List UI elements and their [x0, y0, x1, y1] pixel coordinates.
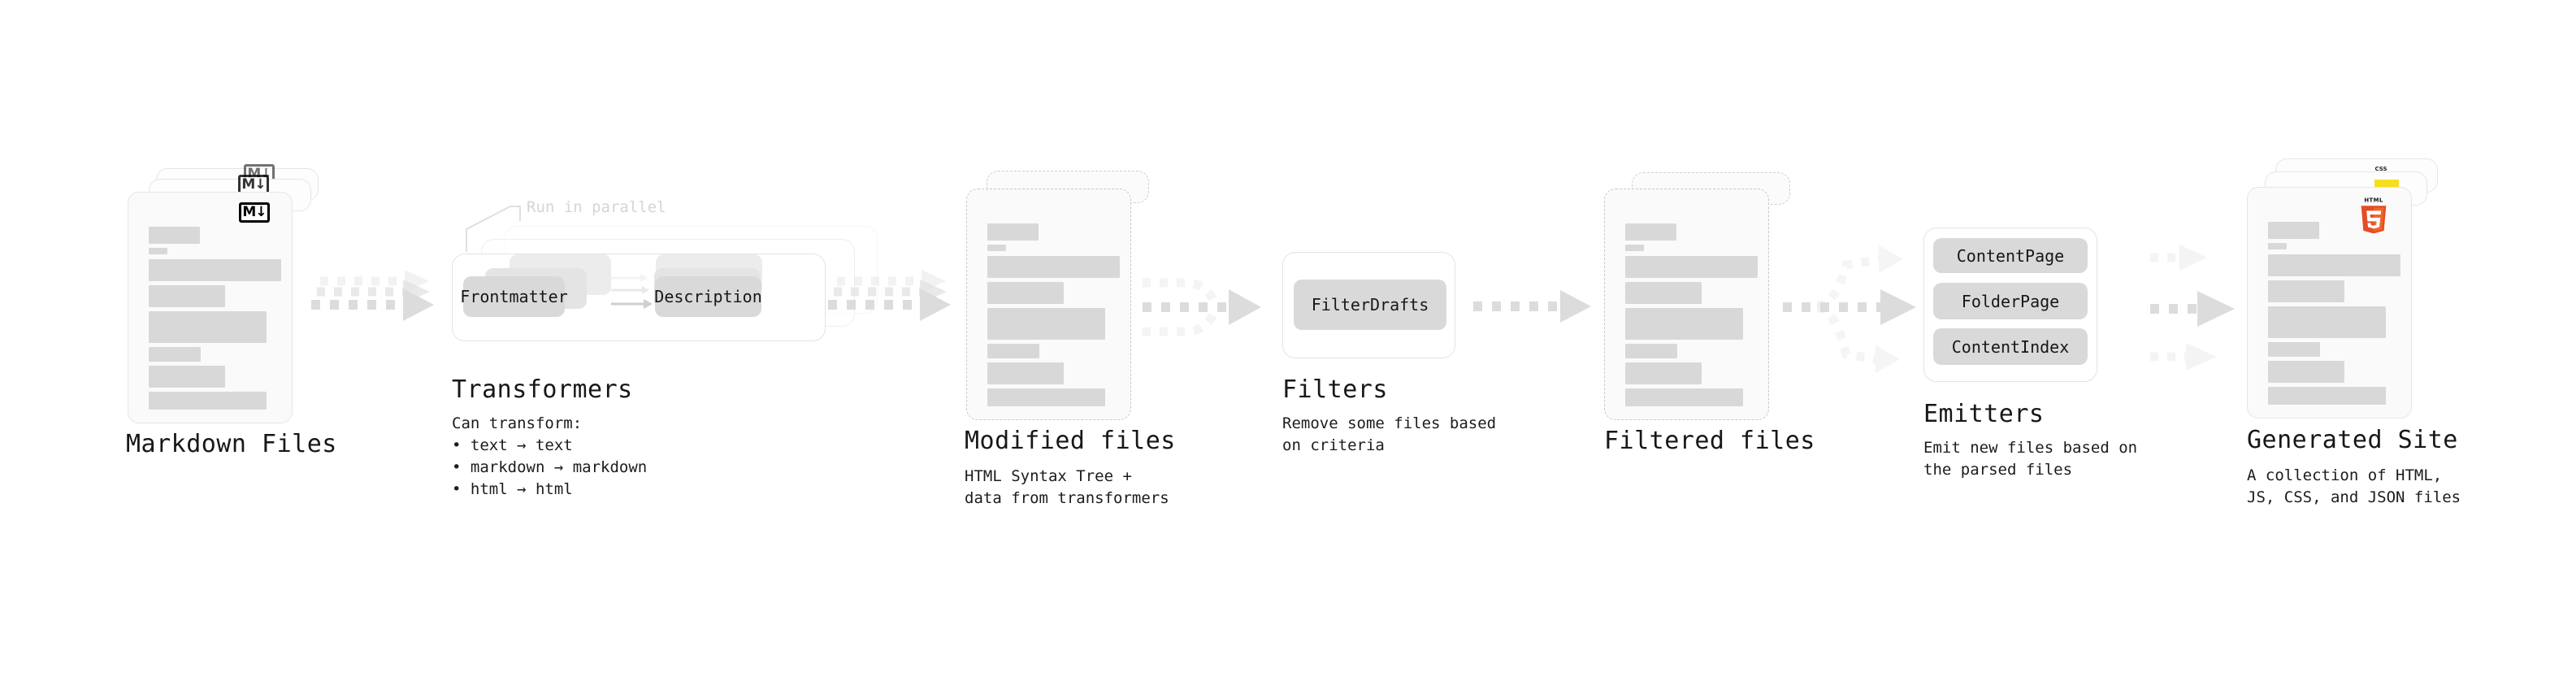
- skeleton-line: [2268, 387, 2386, 405]
- skeleton-line: [149, 248, 167, 254]
- skeleton-line: [1625, 344, 1677, 358]
- run-in-parallel-bracket: [466, 206, 521, 252]
- stage-title-transformers: Transformers: [452, 375, 633, 404]
- skeleton-line: [1625, 223, 1676, 241]
- chip-folderpage[interactable]: FolderPage: [1933, 283, 2088, 319]
- stage-subtitle-modified-files: HTML Syntax Tree + data from transformer…: [965, 467, 1169, 507]
- skeleton-line: [2268, 342, 2320, 357]
- html5-icon: HTML: [2361, 197, 2387, 233]
- skeleton-line: [149, 259, 281, 281]
- skeleton-line: [149, 392, 267, 410]
- arrow-transformers-to-modified: [828, 270, 951, 321]
- skeleton-line: [149, 347, 201, 362]
- stage-subtitle-filters: Remove some files based on criteria: [1282, 414, 1497, 454]
- skeleton-line: [987, 245, 1006, 251]
- stage-subtitle-generated-site: A collection of HTML, JS, CSS, and JSON …: [2247, 466, 2461, 506]
- skeleton-line: [1625, 388, 1743, 406]
- skeleton-line: [149, 366, 225, 388]
- svg-text:HTML: HTML: [2364, 197, 2383, 204]
- chip-filterdrafts[interactable]: FilterDrafts: [1294, 280, 1446, 330]
- chip-contentpage[interactable]: ContentPage: [1933, 238, 2088, 273]
- stage-title-filtered-files: Filtered files: [1604, 427, 1815, 455]
- run-in-parallel-label: Run in parallel: [527, 198, 666, 216]
- skeleton-line: [987, 308, 1105, 340]
- stage-title-emitters: Emitters: [1923, 400, 2045, 428]
- skeleton-line: [1625, 362, 1702, 384]
- chip-frontmatter[interactable]: Frontmatter: [460, 276, 568, 317]
- markdown-icon: M↓: [239, 202, 270, 223]
- markdown-file-card[interactable]: M↓: [128, 192, 293, 423]
- stage-subtitle-transformers: Can transform: • text → text • markdown …: [452, 414, 648, 498]
- markdown-badge-back-1: M↓: [238, 175, 269, 195]
- skeleton-line: [1625, 256, 1758, 278]
- skeleton-line: [2268, 243, 2287, 249]
- chip-contentindex[interactable]: ContentIndex: [1933, 328, 2088, 365]
- arrow-modified-to-filters-merge: [1143, 278, 1261, 336]
- arrow-filters-to-filtered: [1473, 290, 1591, 323]
- skeleton-line: [149, 227, 200, 244]
- filtered-file-card[interactable]: [1604, 189, 1769, 420]
- modified-file-card[interactable]: [966, 189, 1131, 420]
- skeleton-line: [987, 256, 1120, 278]
- stage-title-filters: Filters: [1282, 375, 1388, 404]
- skeleton-line: [2268, 280, 2344, 302]
- stage-title-generated-site: Generated Site: [2247, 426, 2458, 454]
- skeleton-line: [149, 311, 267, 343]
- stage-subtitle-emitters: Emit new files based on the parsed files: [1923, 439, 2138, 479]
- skeleton-line: [987, 388, 1105, 406]
- skeleton-line: [987, 282, 1064, 304]
- stage-title-markdown-files: Markdown Files: [126, 430, 337, 458]
- chip-description[interactable]: Description: [654, 276, 762, 317]
- skeleton-line: [2268, 254, 2400, 276]
- skeleton-line: [1625, 308, 1743, 340]
- skeleton-line: [987, 344, 1039, 358]
- skeleton-line: [149, 285, 225, 307]
- arrow-emitters-to-site: [2150, 245, 2235, 371]
- skeleton-line: [987, 223, 1039, 241]
- arrow-markdown-to-transformers: [311, 270, 434, 321]
- skeleton-line: [2268, 361, 2344, 383]
- arrow-filtered-to-emitters-fanout: [1783, 245, 1916, 373]
- transformer-inner-arrows: [611, 274, 653, 309]
- skeleton-line: [1625, 282, 1702, 304]
- skeleton-line: [1625, 245, 1644, 251]
- skeleton-line: [987, 362, 1064, 384]
- stage-title-modified-files: Modified files: [965, 427, 1176, 455]
- skeleton-line: [2268, 222, 2319, 239]
- generated-site-card[interactable]: HTML: [2247, 187, 2412, 419]
- skeleton-line: [2268, 306, 2386, 338]
